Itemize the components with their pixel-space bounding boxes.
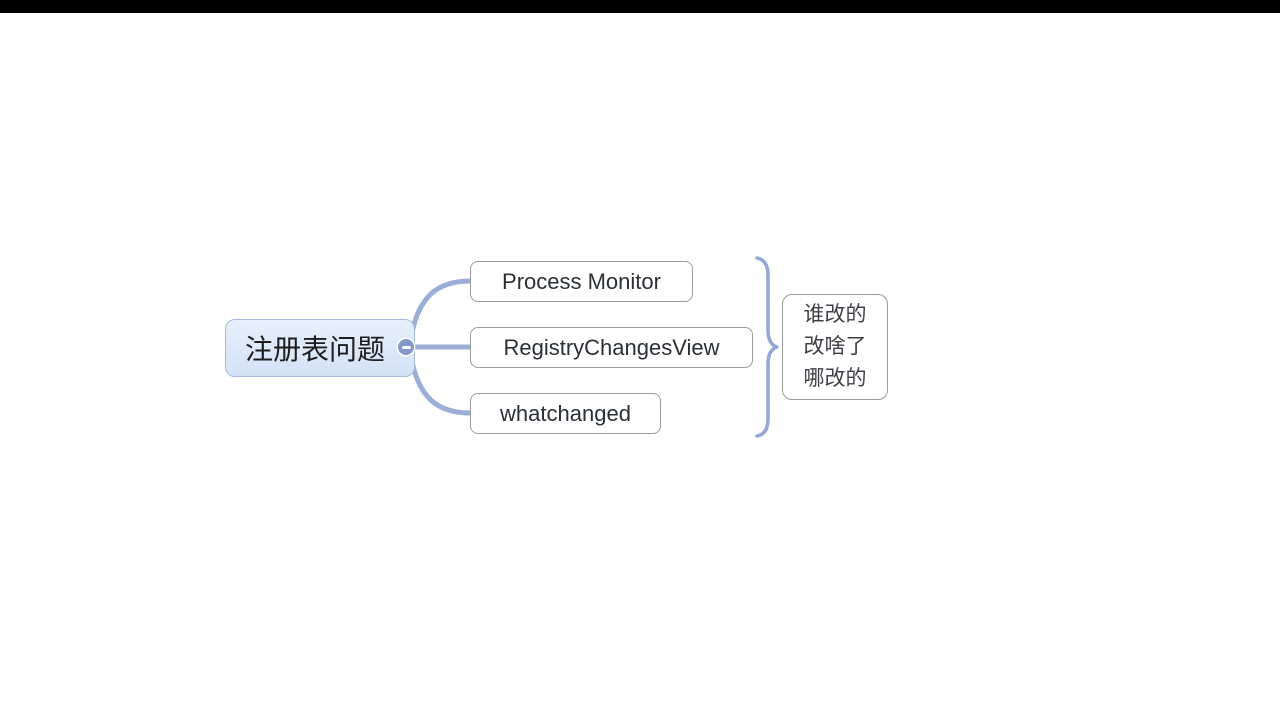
minus-icon: [401, 345, 411, 349]
branch-to-child-3: [408, 353, 473, 416]
child-topic-whatchanged[interactable]: whatchanged: [470, 393, 661, 434]
summary-line: 哪改的: [803, 367, 867, 390]
child-topic-label: whatchanged: [500, 400, 631, 426]
branch-to-child-1: [408, 278, 473, 341]
collapse-toggle-button[interactable]: [398, 339, 414, 355]
child-topic-process-monitor[interactable]: Process Monitor: [470, 261, 693, 302]
summary-topic[interactable]: 谁改的 改啥了 哪改的: [782, 294, 888, 400]
child-topic-label: Process Monitor: [502, 268, 661, 294]
summary-line: 改啥了: [803, 335, 867, 358]
letterbox-top-bar: [0, 0, 1280, 13]
child-topic-label: RegistryChangesView: [503, 334, 720, 360]
summary-line: 谁改的: [803, 303, 867, 326]
child-topic-registrychangesview[interactable]: RegistryChangesView: [470, 327, 753, 368]
root-topic-label: 注册表问题: [244, 334, 385, 365]
root-topic[interactable]: 注册表问题: [225, 319, 415, 377]
